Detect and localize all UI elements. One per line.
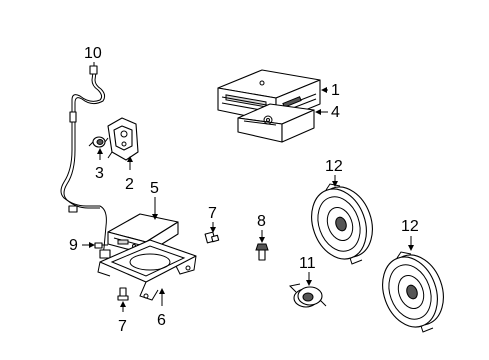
- antenna-cable: [60, 65, 111, 259]
- callout-1: 1: [331, 82, 340, 99]
- bolt-7-lower: [117, 287, 129, 301]
- callout-5-leader: [152, 197, 158, 220]
- callout-6-leader: [159, 288, 165, 306]
- callout-9: 9: [69, 237, 78, 254]
- antenna-bracket: [107, 117, 139, 161]
- callout-1-leader: [321, 87, 328, 93]
- bolt-7-upper: [204, 231, 220, 244]
- callout-4-leader: [315, 109, 328, 115]
- callout-2: 2: [125, 176, 134, 193]
- callout-3-leader: [97, 148, 103, 160]
- callout-10: 10: [84, 45, 102, 62]
- callout-11: 11: [299, 255, 316, 272]
- callout-12-upper-leader: [332, 175, 338, 187]
- callout-12-upper: 12: [325, 158, 343, 175]
- callout-4: 4: [331, 104, 340, 121]
- callout-7-upper-leader: [210, 222, 216, 233]
- tweeter-speaker: [288, 283, 327, 308]
- screw-9: [94, 242, 108, 249]
- callout-3: 3: [95, 165, 104, 182]
- callout-7-lower: 7: [118, 318, 127, 335]
- grommet-clip: [88, 136, 109, 148]
- callout-2-leader: [127, 156, 133, 170]
- callout-5: 5: [150, 180, 159, 197]
- callout-11-leader: [306, 272, 312, 286]
- bolt-8: [255, 243, 269, 261]
- mounting-pocket: [237, 103, 315, 143]
- callout-7-lower-leader: [120, 301, 126, 312]
- mounting-tray: [97, 239, 197, 301]
- callout-6: 6: [157, 312, 166, 329]
- callout-9-leader: [82, 242, 95, 248]
- callout-8-leader: [259, 230, 265, 243]
- callout-12-lower-leader: [408, 236, 414, 251]
- speaker-12-lower: [382, 251, 444, 333]
- callout-7-upper: 7: [208, 205, 217, 222]
- callout-12-lower: 12: [401, 218, 419, 235]
- callout-8: 8: [257, 213, 266, 230]
- speaker-12-upper: [311, 183, 373, 265]
